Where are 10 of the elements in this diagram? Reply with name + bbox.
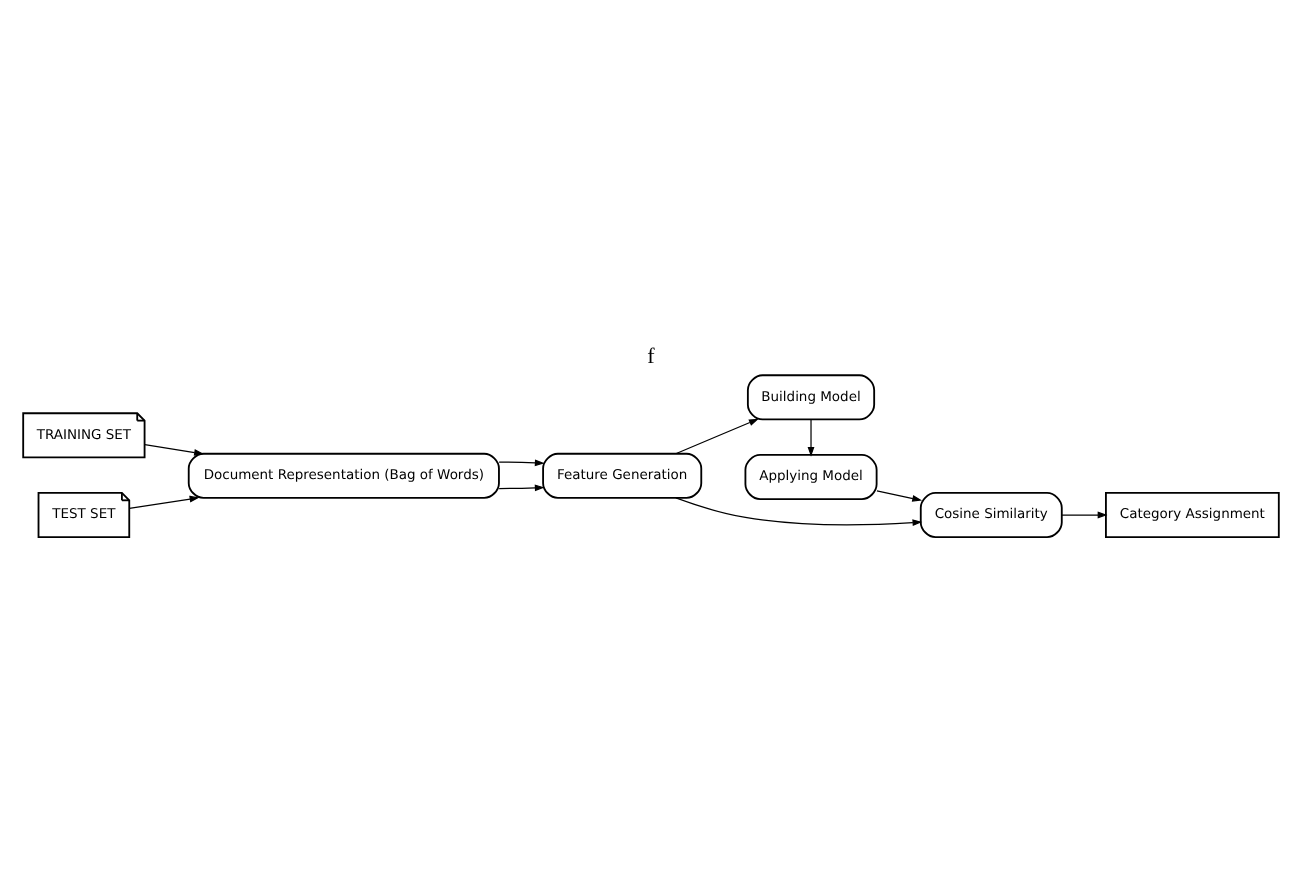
arrow — [1061, 511, 1108, 519]
arrow — [498, 484, 545, 492]
arrow — [128, 495, 200, 509]
arrow — [876, 490, 923, 502]
arrow — [675, 418, 759, 455]
arrow — [675, 497, 923, 527]
arrow — [807, 419, 815, 457]
arrow — [144, 444, 204, 456]
arrow — [498, 459, 545, 467]
diagram-title: f — [647, 345, 655, 370]
